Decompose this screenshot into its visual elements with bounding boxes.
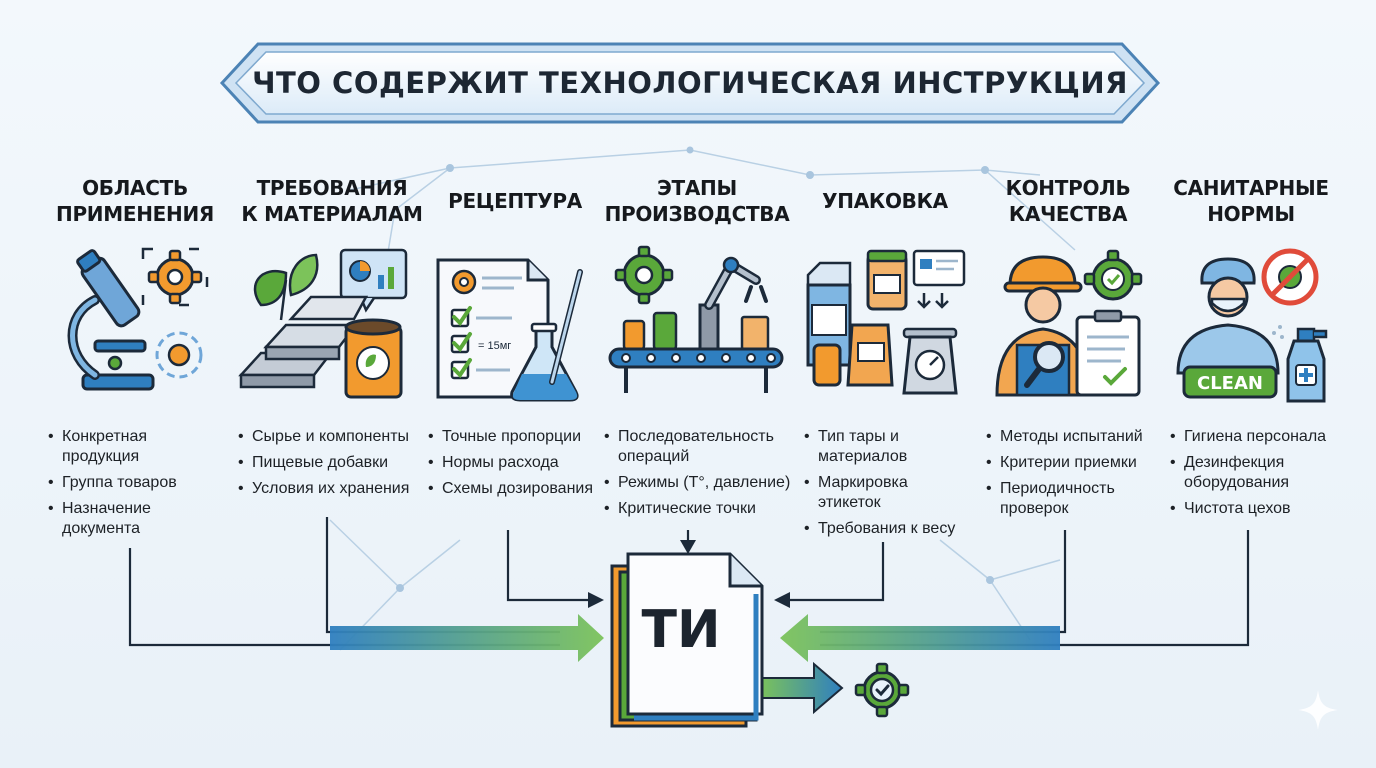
checklist-flask-icon: = 15мг: [436, 258, 583, 402]
list-item: Критерии приемки: [986, 453, 1161, 473]
heading-materials: ТРЕБОВАНИЯ К МАТЕРИАЛАМ: [232, 175, 432, 227]
list-item: Группа товаров: [48, 473, 218, 493]
heading-line: ПРОИЗВОДСТВА: [604, 202, 790, 226]
list-item: Требования к весу: [804, 519, 969, 539]
list-item: Маркировка этикеток: [804, 473, 969, 513]
gear-check-icon: [854, 662, 910, 718]
list-item: Гигиена персонала: [1170, 427, 1345, 447]
heading-line: КОНТРОЛЬ: [1005, 176, 1131, 200]
list-item: Условия их хранения: [238, 479, 428, 499]
banner-frame: [219, 42, 1161, 124]
arrow-out: [759, 661, 844, 715]
connector-recipe: [506, 530, 588, 602]
heading-packaging: УПАКОВКА: [790, 188, 980, 214]
heading-line: К МАТЕРИАЛАМ: [241, 202, 423, 226]
hygiene-worker-spray-icon: CLEAN: [1176, 248, 1328, 403]
list-item: Режимы (Т°, давление): [604, 473, 804, 493]
inspector-clipboard-icon: [995, 249, 1143, 397]
heading-scope: ОБЛАСТЬ ПРИМЕНЕНИЯ: [40, 175, 230, 227]
list-item: Схемы дозирования: [428, 479, 593, 499]
heading-line: РЕЦЕПТУРА: [448, 189, 582, 213]
heading-sanitary: САНИТАРНЫЕ НОРМЫ: [1156, 175, 1346, 227]
list-recipe: Точные пропорции Нормы расхода Схемы доз…: [428, 427, 593, 505]
conveyor-robot-arm-icon: [608, 245, 784, 393]
page-title: ЧТО СОДЕРЖИТ ТЕХНОЛОГИЧЕСКАЯ ИНСТРУКЦИЯ: [252, 66, 1128, 100]
title-banner: ЧТО СОДЕРЖИТ ТЕХНОЛОГИЧЕСКАЯ ИНСТРУКЦИЯ: [218, 40, 1162, 126]
list-item: Назначение документа: [48, 499, 218, 539]
heading-line: УПАКОВКА: [822, 189, 948, 213]
list-item: Чистота цехов: [1170, 499, 1345, 519]
list-item: Конкретная продукция: [48, 427, 218, 467]
heading-line: ЭТАПЫ: [657, 176, 737, 200]
list-item: Нормы расхода: [428, 453, 593, 473]
heading-quality: КОНТРОЛЬ КАЧЕСТВА: [973, 175, 1163, 227]
connector-quality: [820, 530, 1067, 634]
list-item: Пищевые добавки: [238, 453, 428, 473]
list-item: Периодичность проверок: [986, 479, 1161, 519]
list-sanitary: Гигиена персонала Дезинфекция оборудован…: [1170, 427, 1345, 525]
sparkle-icon: [1298, 690, 1338, 730]
arrow-in-left: [330, 614, 604, 662]
list-stages: Последовательность операций Режимы (Т°, …: [604, 427, 804, 525]
arrow-in-right: [780, 614, 1060, 662]
list-item: Дезинфекция оборудования: [1170, 453, 1345, 493]
heading-line: ТРЕБОВАНИЯ: [256, 176, 408, 200]
packages-scale-icon: [806, 249, 966, 395]
connector-packaging: [790, 542, 885, 602]
heading-recipe: РЕЦЕПТУРА: [420, 188, 610, 214]
list-item: Точные пропорции: [428, 427, 593, 447]
metal-bars-can-leaves-icon: [238, 248, 408, 399]
connector-materials: [325, 517, 560, 634]
heading-line: ОБЛАСТЬ: [82, 176, 188, 200]
list-item: Методы испытаний: [986, 427, 1161, 447]
list-packaging: Тип тары и материалов Маркировка этикето…: [804, 427, 969, 545]
list-item: Тип тары и материалов: [804, 427, 969, 467]
heading-line: НОРМЫ: [1207, 202, 1295, 226]
ti-document-icon: [610, 552, 764, 728]
clean-label: CLEAN: [1197, 373, 1263, 394]
list-scope: Конкретная продукция Группа товаров Назн…: [48, 427, 218, 545]
microscope-gear-target-icon: [67, 247, 209, 391]
dose-text: = 15мг: [478, 340, 511, 352]
list-item: Сырье и компоненты: [238, 427, 428, 447]
list-materials: Сырье и компоненты Пищевые добавки Услов…: [238, 427, 428, 505]
heading-line: САНИТАРНЫЕ: [1173, 176, 1329, 200]
ti-label: ТИ: [641, 600, 721, 660]
heading-stages: ЭТАПЫ ПРОИЗВОДСТВА: [602, 175, 792, 227]
list-item: Последовательность операций: [604, 427, 804, 467]
list-quality: Методы испытаний Критерии приемки Период…: [986, 427, 1161, 525]
heading-line: ПРИМЕНЕНИЯ: [56, 202, 214, 226]
heading-line: КАЧЕСТВА: [1008, 202, 1128, 226]
list-item: Критические точки: [604, 499, 804, 519]
